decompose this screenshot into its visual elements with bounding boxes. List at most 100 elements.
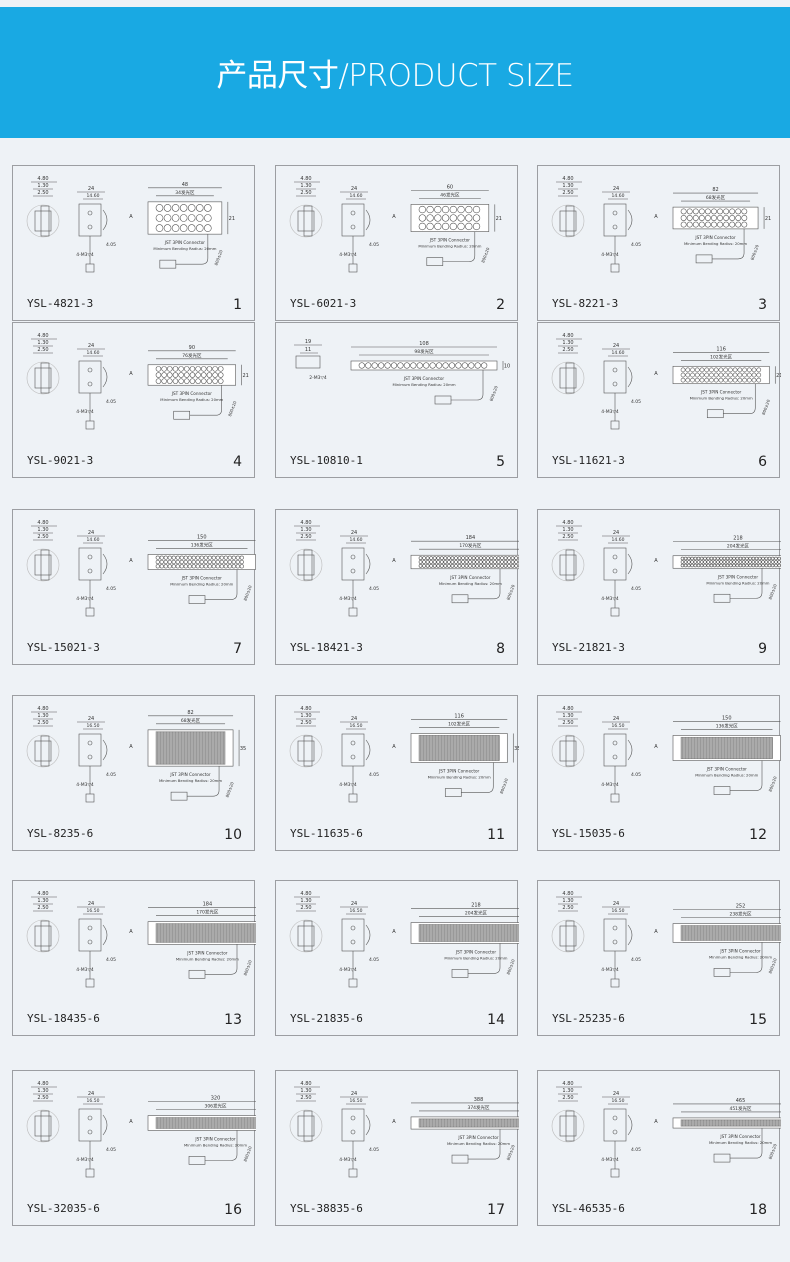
screw-label: 4-M3▽4 (76, 782, 94, 788)
led-icon (683, 556, 688, 561)
view-label: A (129, 744, 133, 750)
led-icon (485, 564, 490, 568)
led-icon (507, 564, 511, 568)
led-icon (496, 556, 501, 560)
height-dim: 21 (229, 216, 235, 222)
holder-body (78, 203, 102, 237)
led-icon (478, 564, 483, 568)
connector-small (85, 420, 95, 430)
hole-icon (87, 939, 93, 945)
led-icon (503, 560, 508, 564)
holder-body (341, 203, 365, 237)
led-icon (163, 564, 168, 569)
led-icon (709, 372, 714, 378)
holder-body (341, 733, 365, 767)
cable-length-dim: 800±20 (227, 400, 237, 417)
led-icon (472, 222, 481, 231)
dimension-drawing: 4.801.302.502414.60A4-M3▽44.05184170发光区2… (289, 520, 519, 617)
holder-sub-dim: 14.60 (87, 537, 100, 543)
led-icon (171, 564, 176, 569)
led-icon (746, 372, 752, 378)
screw-label: 4-M3▽4 (76, 967, 94, 973)
connector-label: JST 3PIN Connector (700, 390, 742, 395)
height-dim: 35 (514, 746, 519, 752)
hole-icon (612, 367, 618, 373)
led-icon (692, 215, 699, 221)
emit-area-dim: 170发光区 (459, 542, 482, 549)
led-icon (746, 377, 752, 383)
led-icon (172, 366, 179, 372)
led-icon (716, 560, 720, 564)
led-icon (167, 378, 173, 384)
side-view-outline (26, 734, 60, 768)
led-icon (199, 559, 204, 565)
holder-sub-dim: 16.50 (612, 908, 625, 914)
emit-area-dim: 76发光区 (182, 352, 202, 359)
holder-body (603, 203, 627, 237)
clip-profile (627, 1114, 633, 1136)
led-icon (178, 378, 184, 384)
led-icon (694, 377, 700, 383)
clip-profile (627, 924, 633, 946)
hole-icon (612, 554, 618, 560)
led-icon (159, 559, 164, 565)
led-icon (219, 564, 224, 569)
emit-area-dim: 374发光区 (467, 1104, 490, 1111)
length-dim: 320 (211, 1096, 221, 1102)
led-icon (217, 378, 224, 384)
led-icon (441, 214, 450, 222)
bending-radius-label: Minimum Bending Radius: 20mm (418, 244, 481, 249)
product-number: 16 (224, 1202, 242, 1218)
led-icon (418, 205, 427, 214)
led-icon (189, 378, 196, 384)
led-icon (737, 367, 743, 373)
connector-label: JST 3PIN Connector (181, 576, 223, 581)
dimension-drawing: 4.801.302.502414.60A4-M3▽44.054834发光区21J… (26, 176, 235, 273)
screw-label: 4-M3▽4 (339, 782, 357, 788)
led-icon (723, 215, 730, 221)
led-icon (493, 556, 497, 560)
connector-label: JST 3PIN Connector (706, 767, 748, 772)
side-dim-2: 1.30 (300, 527, 311, 533)
side-dim-2: 1.30 (37, 340, 48, 346)
cable-length-dim: 800±20 (242, 1145, 252, 1162)
offset-label: 4.05 (369, 1147, 379, 1153)
product-number: 15 (749, 1012, 767, 1028)
led-icon (464, 564, 469, 568)
connector-label: JST 3PIN Connector (403, 376, 445, 381)
led-icon (429, 560, 434, 564)
offset-label: 4.05 (631, 399, 641, 405)
dimension-drawing: 4.801.302.502416.50A4-M3▽44.05218204发光区3… (289, 891, 519, 988)
led-icon (742, 372, 747, 378)
led-icon (365, 362, 372, 369)
connector-plug (451, 1154, 469, 1164)
clip-profile (102, 366, 108, 388)
connector-label: JST 3PIN Connector (455, 949, 497, 954)
dimension-drawing: 4.801.302.502414.60A4-M3▽44.05218204发光区2… (551, 520, 781, 617)
led-icon (155, 224, 164, 232)
side-view-outline (26, 1109, 60, 1143)
side-dim-1: 4.80 (300, 520, 311, 526)
led-icon (403, 362, 410, 369)
product-model: YSL-46535-6 (552, 1202, 625, 1215)
led-icon (729, 563, 733, 568)
holder-body (603, 547, 627, 581)
led-icon (741, 208, 748, 215)
view-label: A (654, 929, 658, 935)
led-icon (223, 555, 228, 560)
led-icon (482, 560, 487, 564)
holder-width: 24 (613, 343, 619, 349)
product-model: YSL-6021-3 (290, 297, 357, 310)
led-icon (195, 555, 200, 560)
bending-radius-label: Minimum Bending Radius: 20mm (170, 582, 233, 587)
led-icon (461, 560, 465, 564)
side-view-outline (289, 919, 323, 953)
led-icon (680, 560, 685, 564)
side-dim-1: 4.80 (562, 520, 573, 526)
led-icon (732, 556, 736, 561)
led-icon (748, 560, 752, 564)
led-icon (754, 556, 759, 561)
led-icon (510, 564, 515, 568)
led-icon (728, 372, 733, 378)
led-icon (422, 556, 426, 560)
